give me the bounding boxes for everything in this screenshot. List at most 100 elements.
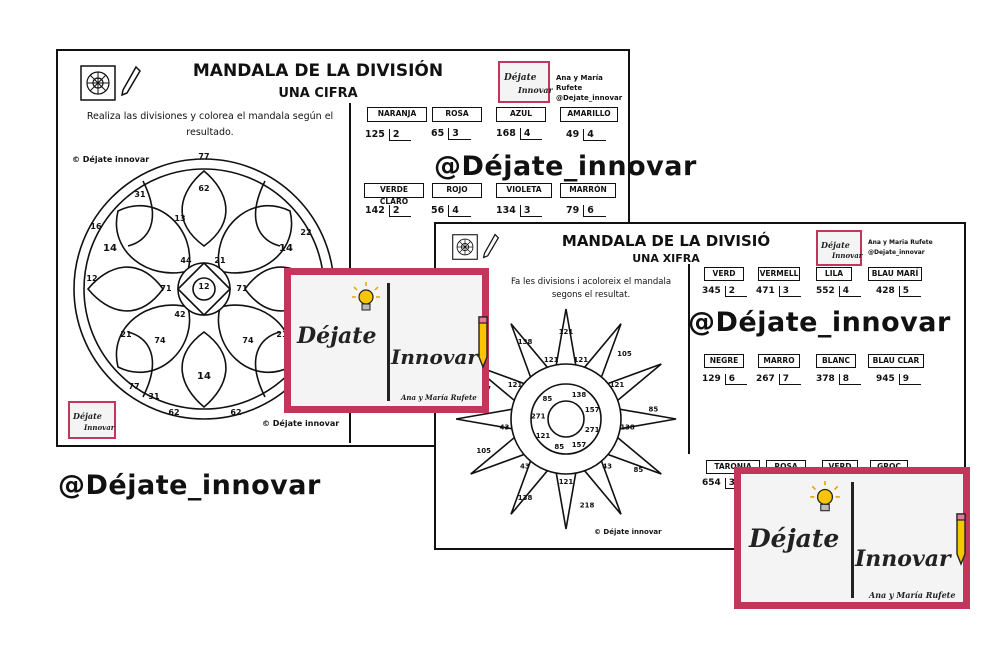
mandala-region-number: 22 — [300, 228, 311, 237]
lightbulb-icon — [352, 282, 380, 311]
mandala-region-number: 157 — [572, 441, 587, 449]
divisor: 4 — [448, 205, 471, 217]
sheet2-color-label: BLANC — [816, 354, 856, 368]
sheet1-authors: Ana y María Rufete @Dejate_innovar — [556, 73, 628, 103]
watermark-top: @Déjate_innovar — [434, 151, 697, 182]
pencil-icon — [482, 233, 500, 259]
mandala-region-number: 77 — [128, 382, 139, 391]
sheet1-copyright: © Déjate innovar — [72, 155, 150, 164]
authors-line2: @Dejate_innovar — [868, 249, 925, 256]
mini-logo-bottom: Déjate Innovar — [68, 401, 116, 439]
mini-logo-bottom-word2: Innovar — [84, 423, 115, 432]
sheet2-divider — [688, 264, 690, 454]
sheet1-color-label: VIOLETA — [496, 183, 552, 198]
mandala-region-number: 218 — [580, 501, 595, 509]
logo-divider-bar — [387, 283, 390, 401]
lightbulb-icon — [810, 481, 840, 512]
mini-logo: Déjate Innovar — [498, 61, 553, 103]
sheet1-color-label: ROSA — [432, 107, 482, 122]
dividend: 552 — [816, 286, 835, 296]
mandala-icon — [80, 65, 116, 101]
mandala-region-number: 42 — [174, 310, 185, 319]
pencil-icon — [120, 65, 141, 97]
logo-2-divider-bar — [851, 482, 854, 598]
sheet1-copyright-bottom: © Déjate innovar — [262, 419, 340, 428]
mandala-region-number: 85 — [543, 395, 553, 403]
sheet1-color-label: AMARILLO — [560, 107, 618, 122]
mini-logo-2-word2: Innovar — [832, 251, 863, 260]
mandala-region-number: 74 — [242, 336, 254, 345]
mandala-region-number: 121 — [544, 356, 559, 364]
dividend: 654 — [702, 478, 721, 488]
divisor: 2 — [724, 286, 748, 297]
sheet1-color-label: NARANJA — [367, 107, 427, 122]
mini-logo-2: Déjate Innovar — [816, 230, 862, 266]
logo-word-dejate: Déjate — [297, 323, 377, 349]
mandala-region-number: 44 — [180, 256, 192, 265]
dividend: 49 — [566, 129, 580, 140]
sheet2-authors: Ana y Maria Rufete @Dejate_innovar — [868, 238, 933, 258]
mandala-region-number: 121 — [573, 356, 588, 364]
sheet2-color-label: BLAU MARÍ — [868, 267, 922, 281]
dividend: 79 — [566, 205, 580, 216]
divisor: 3 — [519, 205, 543, 217]
mandala-region-number: 85 — [554, 443, 564, 451]
mandala-region-number: 13 — [174, 214, 185, 223]
mandala-region-number: 14 — [197, 371, 211, 382]
dividend: 428 — [876, 286, 895, 296]
logo-word-innovar: Innovar — [391, 345, 478, 369]
mandala-region-number: 62 — [230, 408, 241, 417]
sheet1-subtitle: UNA CIFRA — [278, 86, 358, 101]
dividend: 945 — [876, 374, 895, 384]
mandala-region-number: 77 — [198, 152, 209, 161]
sheet2-instructions: Fa les divisions i acoloreix el mandala … — [476, 276, 706, 302]
dividend: 56 — [431, 205, 445, 216]
mandala-region-number: 138 — [518, 338, 533, 346]
sheet1-color-label: VERDE CLARO — [364, 183, 424, 206]
sheet1-color-label: MARRÓN — [560, 183, 616, 198]
mandala-region-number: 71 — [236, 284, 248, 293]
authors-line2: @Dejate_innovar — [556, 94, 623, 102]
divisor: 6 — [583, 205, 606, 217]
mini-logo-word1: Déjate — [504, 73, 537, 83]
pencil-icon — [956, 513, 966, 566]
mini-logo-2-word1: Déjate — [821, 240, 850, 250]
dividend: 345 — [702, 286, 721, 296]
sheet2-color-label: VERD — [704, 267, 744, 281]
logo-2-signature: Ana y María Rufete — [869, 590, 956, 600]
divisor: 4 — [583, 129, 606, 141]
mandala-region-number: 14 — [279, 243, 293, 254]
mandala-region-number: 74 — [154, 336, 166, 345]
mandala-region-number: 71 — [160, 284, 172, 293]
mini-logo-bottom-word1: Déjate — [73, 411, 102, 421]
mandala-region-number: 138 — [620, 424, 635, 432]
pencil-icon — [478, 316, 488, 369]
mandala-region-number: 121 — [536, 432, 551, 440]
sheet2-title: MANDALA DE LA DIVISIÓ — [561, 232, 771, 250]
sheet2-color-label: MARRO — [758, 354, 800, 368]
sheet2-color-label: BLAU CLAR — [868, 354, 924, 368]
mandala-region-number: 21 — [276, 330, 288, 339]
sheet1-instructions: Realiza las divisiones y colorea el mand… — [86, 111, 334, 138]
mandala-region-number: 138 — [572, 391, 587, 399]
mandala-region-number: 43 — [602, 462, 612, 470]
mandala-region-number: 121 — [559, 478, 574, 486]
mandala-region-number: 12 — [86, 274, 97, 283]
dividend: 471 — [756, 286, 775, 296]
mandala-region-number: 121 — [610, 381, 625, 389]
dejate-innovar-logo-card-2: Déjate Innovar Ana y María Rufete — [734, 467, 970, 609]
mini-logo-word2: Innovar — [518, 85, 553, 95]
sheet2-subtitle: UNA XIFRA — [632, 252, 700, 265]
sheet2-color-label: NEGRE — [704, 354, 744, 368]
